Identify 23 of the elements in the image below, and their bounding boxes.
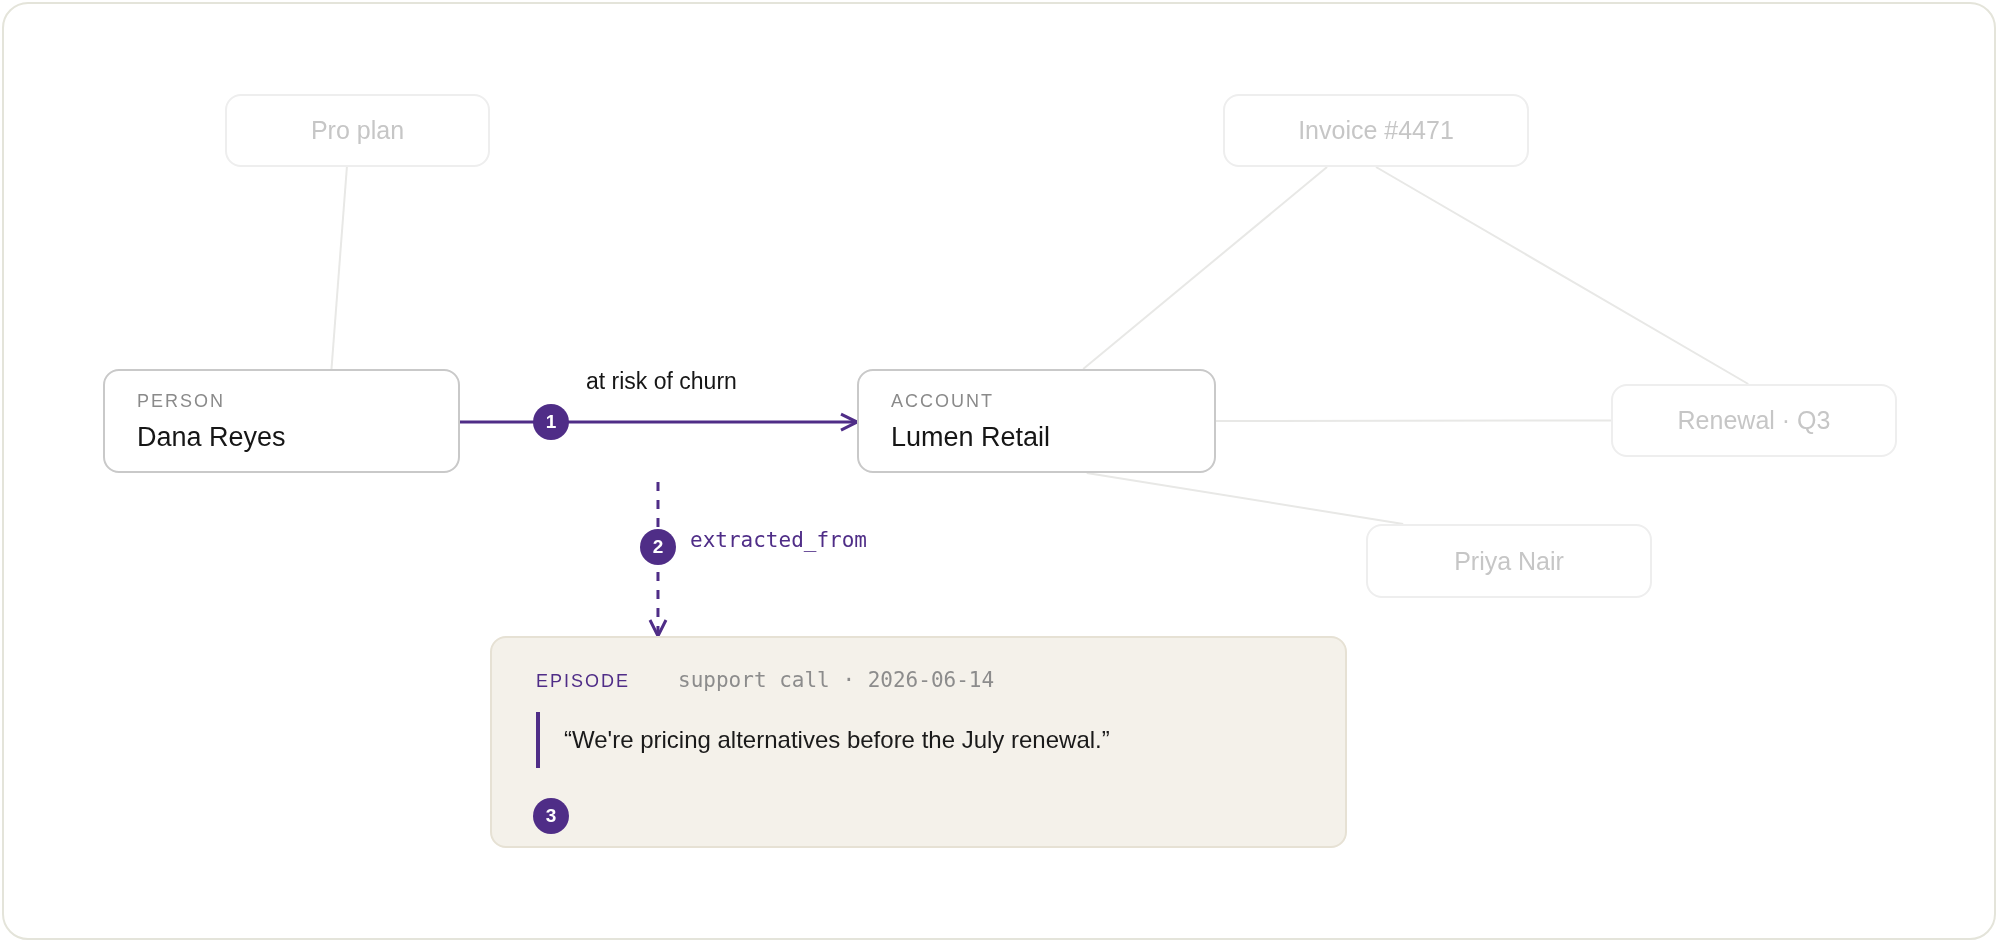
entity-name: Lumen Retail bbox=[891, 422, 1051, 453]
node-label: Invoice #4471 bbox=[1298, 116, 1454, 145]
entity-box bbox=[103, 369, 460, 473]
node-label: Renewal · Q3 bbox=[1677, 406, 1831, 435]
entity-box bbox=[857, 369, 1216, 473]
entity-name: Dana Reyes bbox=[137, 422, 286, 453]
node-label: Priya Nair bbox=[1454, 546, 1564, 576]
quote-text: “We're pricing alternatives before the July renewal.” bbox=[564, 726, 1110, 753]
connector-line bbox=[1375, 166, 1750, 385]
connector-line bbox=[1085, 472, 1405, 525]
entity-box bbox=[1611, 384, 1897, 457]
arrow bbox=[460, 412, 859, 432]
type-label: EPISODE bbox=[536, 671, 631, 692]
type-label: ACCOUNT bbox=[891, 391, 994, 412]
episode-card bbox=[490, 636, 1347, 848]
entity-box bbox=[1366, 524, 1652, 598]
entity-box bbox=[1223, 94, 1529, 167]
entity-box bbox=[225, 94, 490, 167]
node-label: Pro plan bbox=[310, 116, 405, 145]
connector-line bbox=[330, 166, 348, 370]
connector-line bbox=[1082, 166, 1329, 370]
episode-meta: support call · 2026-06-14 bbox=[678, 668, 995, 692]
type-label: PERSON bbox=[137, 391, 226, 412]
